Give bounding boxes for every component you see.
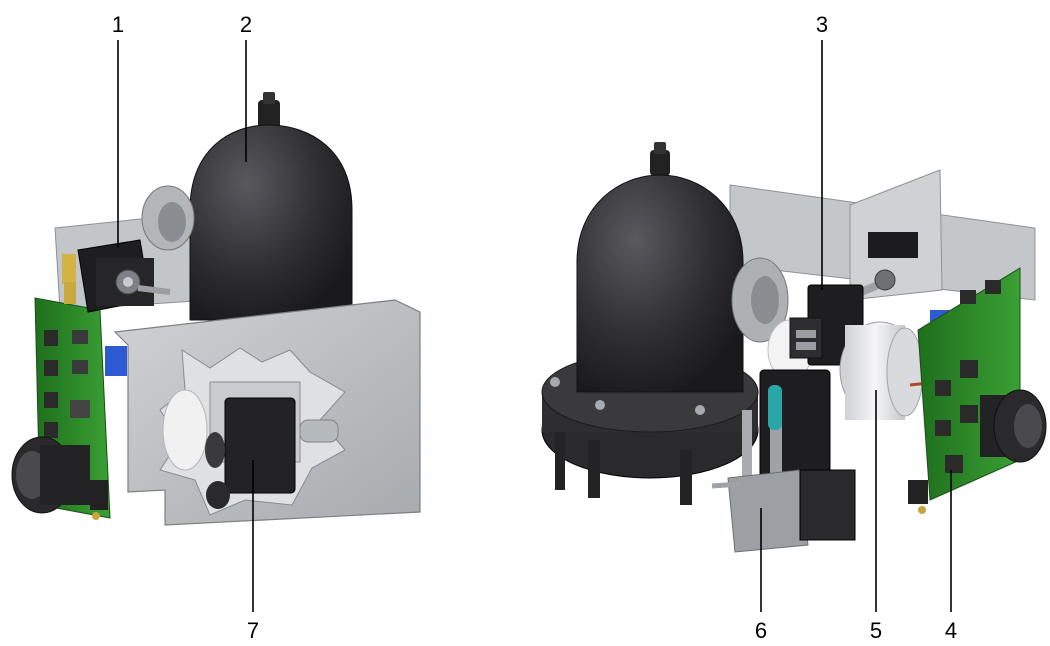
callout-5: 5: [870, 390, 882, 643]
right-tank-fitting: [731, 257, 789, 343]
right-assembly: [541, 142, 1047, 553]
left-blue-component: [105, 346, 127, 376]
callout-1: 1: [112, 12, 124, 248]
callout-6: 6: [755, 508, 767, 643]
callout-2: 2: [240, 12, 252, 162]
left-tank: [189, 92, 353, 321]
callout-4-label: 4: [945, 618, 957, 643]
callout-4: 4: [945, 470, 957, 643]
right-pump-assembly: [711, 369, 856, 553]
callout-1-label: 1: [112, 12, 124, 37]
callout-3-label: 3: [816, 12, 828, 37]
right-pcb-board: [908, 267, 1021, 514]
left-pump-coil: [205, 397, 296, 509]
right-switch: [868, 232, 918, 258]
callout-3: 3: [816, 12, 828, 290]
left-tank-fitting: [141, 185, 195, 251]
callout-7: 7: [247, 460, 259, 643]
left-solenoid-valve: [62, 239, 171, 313]
right-tank: [576, 142, 744, 393]
right-motor: [839, 321, 939, 420]
callout-7-label: 7: [247, 618, 259, 643]
callout-2-label: 2: [240, 12, 252, 37]
left-buzzer: [11, 436, 90, 514]
callout-6-label: 6: [755, 618, 767, 643]
left-assembly: [11, 92, 421, 526]
callout-5-label: 5: [870, 618, 882, 643]
right-buzzer: [980, 389, 1047, 463]
